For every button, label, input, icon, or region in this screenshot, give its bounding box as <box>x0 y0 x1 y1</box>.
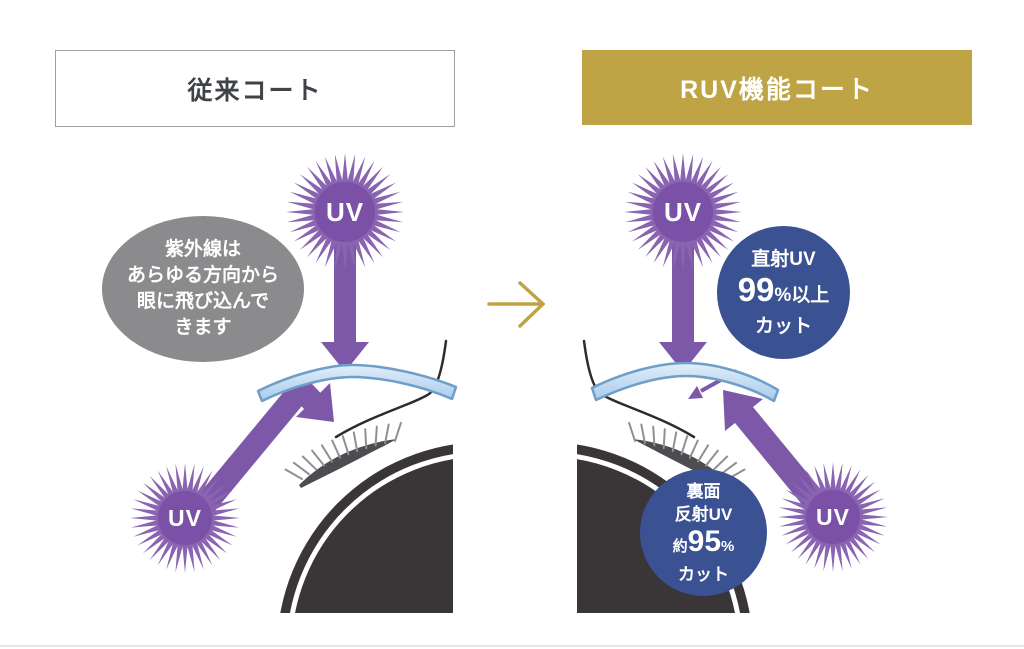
uv-sun-left-top: UV <box>286 153 404 271</box>
eyelash-line <box>331 439 342 459</box>
eye-silhouette-left <box>280 339 453 613</box>
uv-arrow-right-up <box>723 390 827 513</box>
eyelash-line <box>352 431 359 453</box>
eyelash-line <box>384 423 390 445</box>
badge-percent-value: 99 <box>737 270 775 308</box>
badge-text-line: カット <box>678 564 729 584</box>
uv-sun-label: UV <box>168 505 202 531</box>
left-panel-title: 従来コート <box>55 50 455 127</box>
uv-sun-left-bottom: UV <box>130 463 240 573</box>
lens-shape-left <box>256 363 458 403</box>
bottom-divider <box>0 645 1024 647</box>
bubble-text-line: きます <box>174 317 232 338</box>
bubble-text-line: あらゆる方向から <box>126 265 279 286</box>
eyelash-line <box>292 461 310 476</box>
badge-value-line: 99%以上 <box>737 270 830 314</box>
uv-sun-right-top: UV <box>624 153 742 271</box>
uv-sun-label: UV <box>816 504 850 530</box>
eyelid-shape <box>299 439 397 488</box>
badge-percent-value: 95 <box>687 524 722 558</box>
eyelash-line <box>301 455 318 471</box>
bubble-text-line: 眼に飛び込んで <box>136 291 270 312</box>
eyelash-line <box>394 421 402 442</box>
uv-arrow-right-down <box>659 232 707 372</box>
direct-uv-cut-badge: 直射UV 99%以上 カット <box>717 226 850 359</box>
uv-arrow-left-down <box>321 228 369 372</box>
uv-sun-label: UV <box>664 197 702 227</box>
bubble-text-line: 紫外線は <box>164 239 241 260</box>
left-panel-title-text: 従来コート <box>187 76 323 105</box>
eyelash-line <box>320 444 333 463</box>
badge-percent-suffix: % <box>721 537 735 555</box>
badge-text-line: 直射UV <box>751 248 816 270</box>
eyelash-line <box>374 425 378 447</box>
badge-text-line: 裏面 <box>686 481 721 501</box>
badge-text-line: カット <box>754 315 812 337</box>
right-panel-title-text: RUV機能コート <box>680 75 874 104</box>
reflected-uv-cut-badge: 裏面 反射UV 約95% カット <box>640 469 767 596</box>
badge-approx-prefix: 約 <box>672 537 688 555</box>
right-panel-title: RUV機能コート <box>582 50 972 125</box>
eyelashes <box>284 421 402 480</box>
eyeball-shape <box>280 444 453 613</box>
eyelash-line <box>341 435 350 456</box>
lens-shape-right <box>590 361 780 403</box>
eyelash-line <box>284 468 303 480</box>
transition-arrow-icon <box>487 281 545 328</box>
uv-sun-label: UV <box>326 197 364 227</box>
uv-sun-right-bottom: UV <box>778 462 888 572</box>
face-profile-line <box>334 339 448 439</box>
badge-value-line: 約95% <box>672 524 735 563</box>
badge-percent-suffix: %以上 <box>774 284 830 306</box>
eyelash-line <box>364 428 368 450</box>
badge-text-line: 反射UV <box>674 504 733 524</box>
uv-direction-note-bubble: 紫外線は あらゆる方向から 眼に飛び込んで きます <box>102 216 304 362</box>
eyelash-line <box>311 449 325 467</box>
